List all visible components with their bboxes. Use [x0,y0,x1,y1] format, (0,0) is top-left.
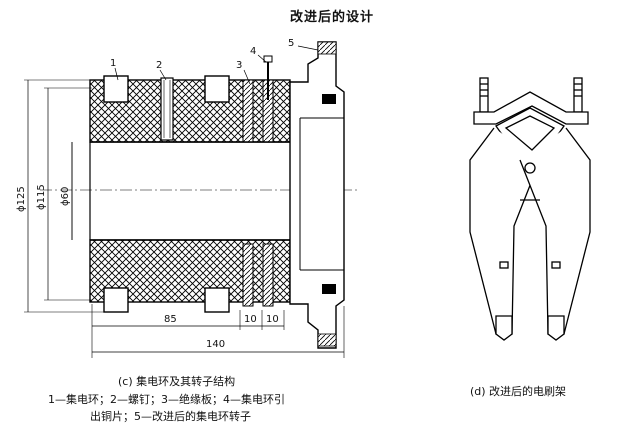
slip-ring-lower-1 [103,287,129,313]
part-number-4: 4 [250,46,256,57]
dim-85: 85 [164,314,177,325]
dim-phi115: ϕ115 [36,184,47,210]
rotor-flange [289,41,345,349]
figure-d-caption: (d) 改进后的电刷架 [470,385,567,398]
bolt-hole-lower [322,284,336,294]
insulating-plate-upper-1 [242,79,254,143]
bolt-hole-upper [322,94,336,104]
part-number-3: 3 [236,60,242,71]
figure-c-legend-line-1: 1—集电环；2—螺钉；3—绝缘板；4—集电环引 [48,393,285,406]
page-title: 改进后的设计 [290,10,375,25]
dim-10-a: 10 [244,314,257,325]
insulating-plate-lower-1 [242,243,254,307]
slip-ring-upper-2 [204,75,230,103]
insulating-plate-lower-2 [262,243,274,307]
figure-d-brush-holder [469,77,591,341]
figure-c-legend-line-2: 出铜片；5—改进后的集电环转子 [90,410,251,423]
part-number-1: 1 [110,58,116,69]
dim-phi125: ϕ125 [16,186,27,212]
screw-upper [160,77,174,141]
figure-c-caption: (c) 集电环及其转子结构 [118,375,236,388]
dim-10-b: 10 [266,314,279,325]
part-number-5: 5 [288,38,294,49]
part-number-2: 2 [156,60,162,71]
slip-ring-upper-1 [103,75,129,103]
dim-phi60: ϕ60 [60,187,71,206]
dim-140: 140 [206,339,225,350]
slip-ring-lower-2 [204,287,230,313]
